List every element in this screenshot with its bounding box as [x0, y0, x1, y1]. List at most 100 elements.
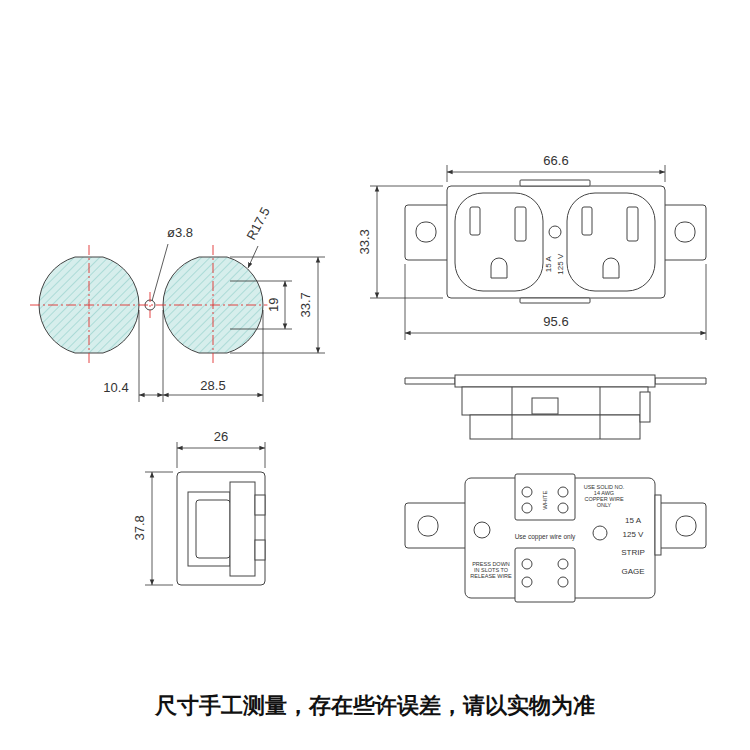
- side-dimensions-part: [177, 442, 178, 468]
- dimension-label: 19: [267, 297, 281, 313]
- cutout-dimensions: [139, 244, 325, 402]
- dimension-label: 95.6: [542, 315, 569, 329]
- label-note: PRESS DOWN IN SLOTS TO RELEASE WIRE: [469, 562, 513, 579]
- side-dimensions-part: [177, 448, 265, 449]
- front-dimensions-part: [370, 298, 443, 299]
- dimension-label: 37.8: [133, 514, 147, 541]
- cutout-dimensions-part: [163, 395, 263, 396]
- cutout-dimensions-part: [139, 310, 140, 402]
- side-view-part: [196, 500, 230, 558]
- cutout-dimensions-part: [285, 281, 286, 329]
- cutout-dimensions-part: [230, 353, 325, 354]
- front-view-part: [455, 193, 543, 291]
- back-view-part: [655, 495, 661, 555]
- front-view-part: [520, 298, 590, 303]
- side-profile: [405, 375, 706, 439]
- dimension-label: 26: [213, 430, 229, 444]
- center-lines: [30, 245, 275, 365]
- front-view-part: [520, 180, 590, 186]
- side-view-part: [177, 472, 265, 585]
- side-view-part: [230, 482, 255, 576]
- front-view-part: [491, 258, 507, 278]
- front-view-part: [416, 222, 436, 242]
- back-view-part: [465, 478, 655, 598]
- back-view-part: [558, 487, 568, 497]
- side-profile-part: [455, 375, 655, 387]
- front-view-part: [627, 207, 638, 241]
- front-dimensions-part: [447, 165, 448, 182]
- cutout-dimensions-part: [230, 281, 292, 282]
- back-view-part: [593, 526, 607, 540]
- back-view-part: [522, 559, 532, 569]
- cutout-dimensions-part: [139, 395, 163, 396]
- dimension-label: 125 V: [557, 253, 565, 276]
- side-profile-part: [655, 378, 706, 384]
- side-dimensions: [145, 442, 265, 585]
- caption-note: 尺寸手工测量，存在些许误差，请以实物为准: [155, 691, 595, 721]
- back-view-part: [558, 503, 568, 513]
- front-dimensions-part: [706, 264, 707, 340]
- dimension-label: Use copper wire only: [514, 534, 577, 541]
- front-dimensions-part: [405, 333, 706, 334]
- back-view-part: [522, 503, 532, 513]
- front-view: [405, 180, 706, 303]
- cutout-dimensions-part: [230, 257, 325, 258]
- dimension-label: 125 V: [622, 531, 645, 539]
- front-dimensions-part: [405, 264, 406, 340]
- cutout-dimensions-part: [152, 244, 168, 301]
- front-view-part: [603, 258, 619, 278]
- cutout-dimensions-part: [318, 257, 319, 353]
- front-view-part: [549, 226, 561, 238]
- front-view-part: [515, 207, 526, 241]
- back-view-part: [558, 559, 568, 569]
- front-view-part: [447, 186, 665, 298]
- label-note: USE SOLID NO. 14 AWG COPPER WIRE ONLY: [582, 485, 626, 508]
- side-view-part: [255, 540, 265, 560]
- back-view-part: [418, 516, 438, 536]
- side-dimensions-part: [145, 585, 173, 586]
- side-profile-part: [470, 415, 640, 439]
- back-view-part: [522, 577, 532, 587]
- back-view-part: [558, 577, 568, 587]
- front-dimensions-part: [370, 186, 443, 187]
- back-view-part: [474, 522, 490, 538]
- back-view-part: [522, 487, 532, 497]
- cutout-dimensions-part: [163, 310, 164, 402]
- back-view: [405, 474, 706, 602]
- dimension-label: R17.5: [243, 205, 272, 244]
- side-profile-part: [640, 392, 650, 422]
- dimension-label: WHITE: [542, 489, 548, 510]
- dimension-label: 15 A: [545, 255, 553, 273]
- dimension-label: 33.3: [358, 228, 372, 255]
- center-lines-part: [89, 245, 90, 365]
- front-view-part: [675, 222, 695, 242]
- center-lines-part: [30, 305, 275, 306]
- side-profile-part: [600, 387, 601, 439]
- back-view-part: [515, 548, 575, 602]
- side-dimensions-part: [152, 472, 153, 585]
- back-view-part: [515, 474, 575, 520]
- side-profile-part: [405, 378, 455, 384]
- side-dimensions-part: [145, 472, 173, 473]
- front-dimensions-part: [377, 186, 378, 298]
- side-view-part: [255, 495, 265, 515]
- dimension-label: 10.4: [102, 381, 129, 395]
- dimension-label: 66.6: [542, 154, 569, 168]
- front-view-part: [470, 207, 480, 235]
- front-view-part: [567, 193, 655, 291]
- side-profile-part: [462, 387, 648, 415]
- front-dimensions-part: [447, 172, 665, 173]
- side-profile-part: [532, 398, 558, 414]
- front-view-part: [582, 207, 592, 235]
- cutout-dimensions-part: [248, 246, 258, 268]
- cutout-dimensions-part: [230, 329, 292, 330]
- center-lines-part: [213, 245, 214, 365]
- center-lines-part: [150, 292, 151, 318]
- side-view: [177, 472, 265, 585]
- front-dimensions-part: [665, 165, 666, 182]
- dimension-label: ø3.8: [166, 226, 194, 240]
- back-view-part: [676, 516, 696, 536]
- dimension-label: 28.5: [199, 379, 226, 393]
- side-profile-part: [512, 387, 513, 439]
